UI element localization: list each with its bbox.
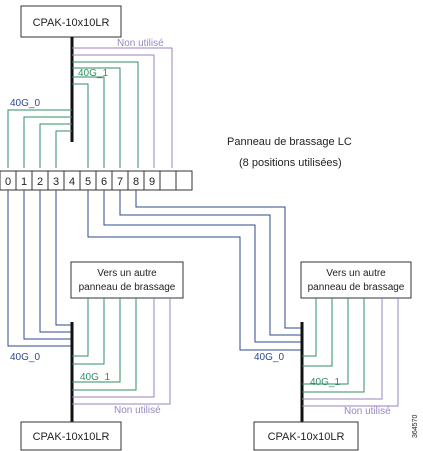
top-40g1-lanes (72, 61, 139, 168)
panel-title-line2: (8 positions utilisées) (239, 157, 342, 169)
right-40g1-lanes (302, 298, 365, 393)
top-non-utilise-label: Non utilisé (117, 38, 164, 49)
panel-position-label: 9 (149, 176, 155, 188)
right-note-line2: panneau de brassage (308, 282, 405, 293)
panel-position: 0 (0, 170, 17, 191)
panel-to-right-40g0-lanes (87, 190, 302, 351)
left-cpak-label: CPAK-10x10LR (33, 431, 110, 443)
panel-position: 4 (63, 170, 81, 191)
right-40g1-label: 40G_1 (310, 377, 340, 388)
top-40g0-lanes (7, 109, 72, 168)
left-40g1-label: 40G_1 (80, 372, 110, 383)
panel-position-label: 3 (53, 176, 59, 188)
panel-position: 7 (111, 170, 129, 191)
panel-position: 9 (143, 170, 161, 191)
panel-to-left-40g0-lanes (7, 190, 72, 347)
top-cpak-label: CPAK-10x10LR (33, 17, 110, 29)
left-cpak-module: CPAK-10x10LR (20, 421, 122, 451)
left-40g1-lanes (72, 298, 137, 391)
panel-position: 6 (95, 170, 113, 191)
right-cpak-module: CPAK-10x10LR (253, 421, 359, 451)
top-40g0-label: 40G_0 (10, 98, 40, 109)
panel-position: 1 (15, 170, 33, 191)
right-40g0-label: 40G_0 (254, 352, 284, 363)
top-40g1-label: 40G_1 (78, 68, 108, 79)
panel-position-label: 5 (85, 176, 91, 188)
panel-position-label: 8 (133, 176, 139, 188)
panel-position: 5 (79, 170, 97, 191)
left-note-line2: panneau de brassage (79, 282, 176, 293)
panel-position-label: 1 (21, 176, 27, 188)
right-non-utilise-label: Non utilisé (344, 406, 391, 417)
panel-position-label: 0 (5, 176, 11, 188)
panel-position-label: 7 (117, 176, 123, 188)
right-cpak-label: CPAK-10x10LR (268, 431, 345, 443)
right-note-box: Vers un autre panneau de brassage (300, 261, 412, 299)
left-unused-lanes (72, 298, 171, 405)
left-note-line1: Vers un autre (97, 268, 157, 279)
left-note-box: Vers un autre panneau de brassage (70, 261, 184, 299)
panel-position: 8 (127, 170, 145, 191)
right-note-line1: Vers un autre (326, 268, 386, 279)
panel-position (175, 170, 193, 191)
panel-position: 2 (31, 170, 49, 191)
top-cpak-module: CPAK-10x10LR (20, 5, 122, 38)
top-cpak-box (20, 5, 122, 38)
panel-position (159, 170, 177, 191)
panel-position-label: 2 (37, 176, 43, 188)
panel-position: 3 (47, 170, 65, 191)
left-40g0-label: 40G_0 (10, 352, 40, 363)
right-unused-lanes (302, 298, 399, 407)
figure-id: 364570 (412, 415, 419, 438)
panel-position-label: 6 (101, 176, 107, 188)
panel-title-line1: Panneau de brassage LC (227, 136, 352, 148)
panel-position-label: 4 (69, 176, 75, 188)
top-unused-lanes (72, 47, 173, 168)
left-non-utilise-label: Non utilisé (114, 405, 161, 416)
